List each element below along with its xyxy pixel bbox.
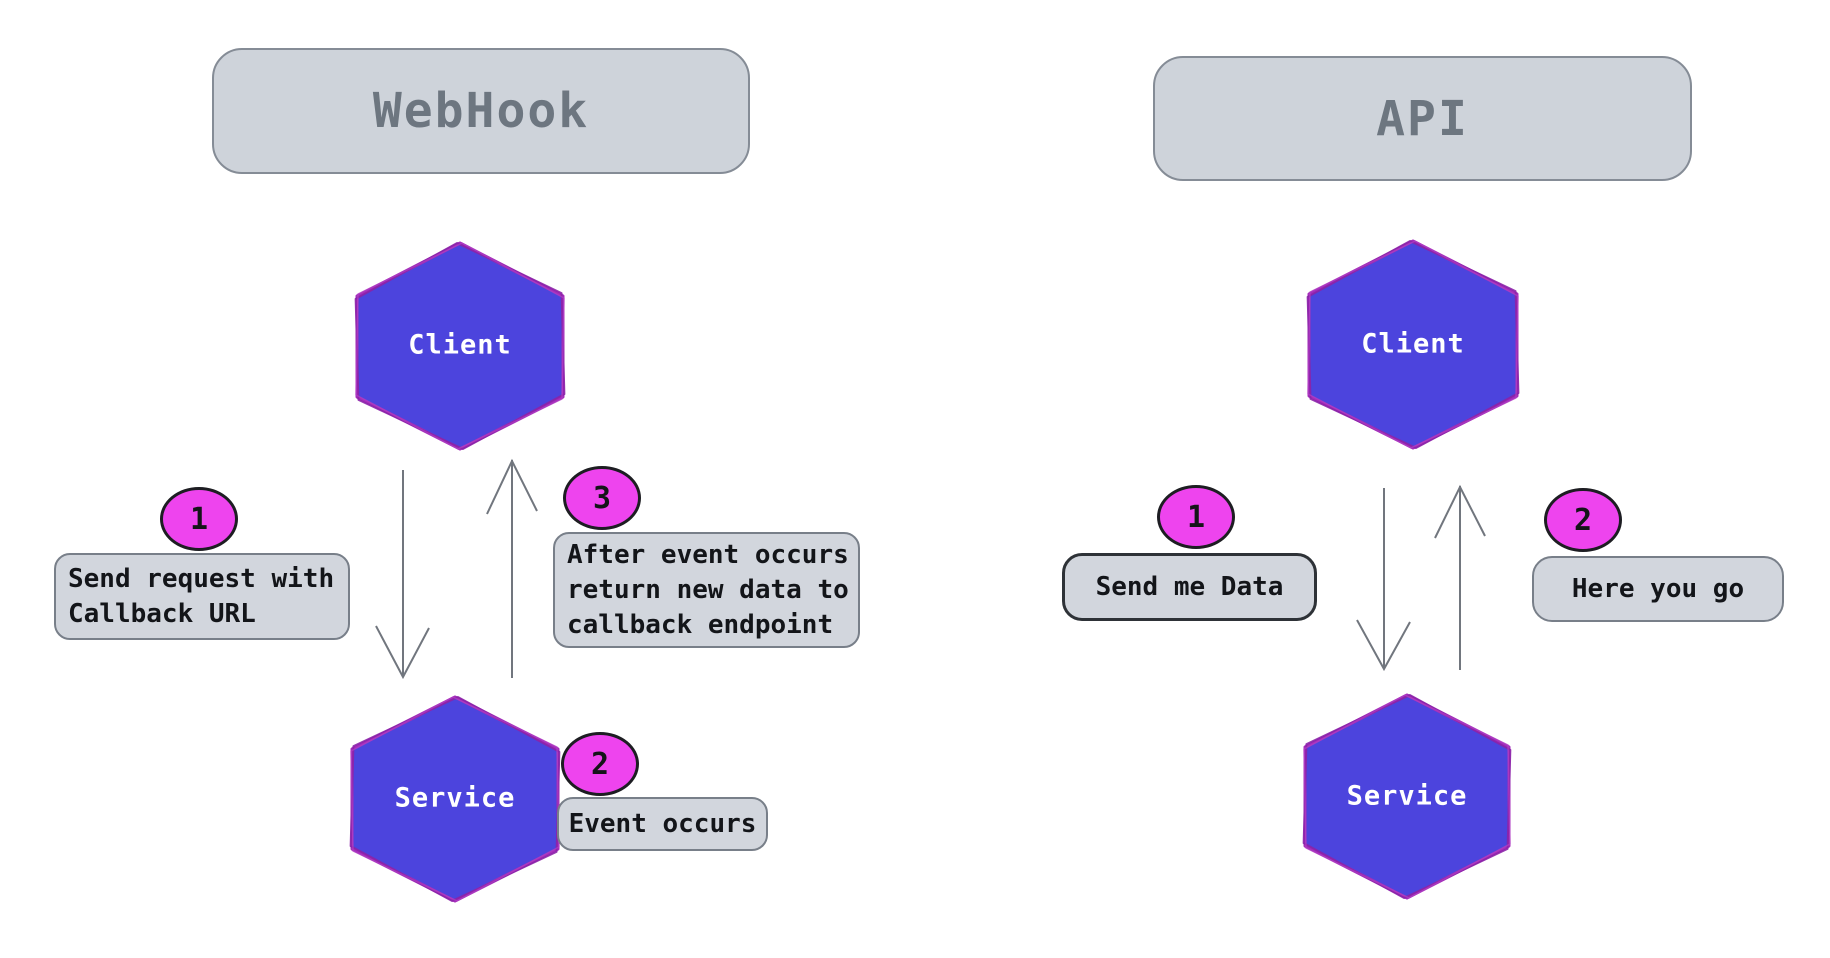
api-step1-note: Send me Data (1062, 553, 1317, 621)
hexagon-shape-icon (1306, 239, 1520, 450)
webhook-client-label: Client (408, 329, 512, 361)
webhook-request-down-arrow-icon (375, 470, 430, 680)
api-title-box: API (1153, 56, 1692, 181)
api-step1-number: 1 (1186, 499, 1206, 535)
webhook-service-label: Service (394, 782, 516, 814)
api-service-node: Service (1300, 692, 1514, 901)
api-service-label: Service (1346, 779, 1468, 811)
webhook-title: WebHook (372, 83, 590, 139)
webhook-callback-up-arrow-icon (486, 458, 538, 678)
note-line: Callback URL (68, 598, 256, 629)
webhook-step2-number: 2 (590, 746, 610, 782)
api-title: API (1376, 90, 1469, 147)
api-step2-badge: 2 (1544, 488, 1622, 552)
note-line: Send me Data (1095, 571, 1284, 602)
note-line: After event occurs (567, 539, 849, 570)
note-line: Here you go (1571, 573, 1745, 604)
webhook-step2-badge: 2 (561, 732, 639, 796)
api-response-up-arrow-icon (1434, 484, 1486, 670)
webhook-step2-note: Event occurs (557, 797, 768, 851)
api-client-label: Client (1361, 327, 1465, 359)
note-line: return new data to (567, 574, 849, 605)
webhook-client-node: Client (352, 240, 568, 452)
note-line: callback endpoint (567, 609, 834, 640)
webhook-step3-badge: 3 (563, 466, 641, 530)
api-step2-number: 2 (1573, 502, 1593, 538)
api-step1-badge: 1 (1157, 485, 1235, 549)
webhook-step3-note: After event occurs return new data to ca… (553, 532, 860, 648)
webhook-step3-number: 3 (592, 480, 612, 516)
webhook-step1-note: Send request with Callback URL (54, 553, 350, 640)
webhook-service-node: Service (347, 694, 563, 904)
hexagon-shape-icon (349, 695, 561, 903)
hexagon-shape-icon (1302, 693, 1512, 900)
api-client-node: Client (1304, 238, 1522, 451)
hexagon-shape-icon (354, 241, 566, 451)
note-line: Event occurs (568, 808, 757, 839)
note-line: Send request with (68, 563, 335, 594)
webhook-step1-number: 1 (189, 501, 209, 537)
api-request-down-arrow-icon (1356, 488, 1411, 672)
api-step2-note: Here you go (1532, 556, 1784, 622)
webhook-step1-badge: 1 (160, 487, 238, 551)
webhook-title-box: WebHook (212, 48, 750, 174)
